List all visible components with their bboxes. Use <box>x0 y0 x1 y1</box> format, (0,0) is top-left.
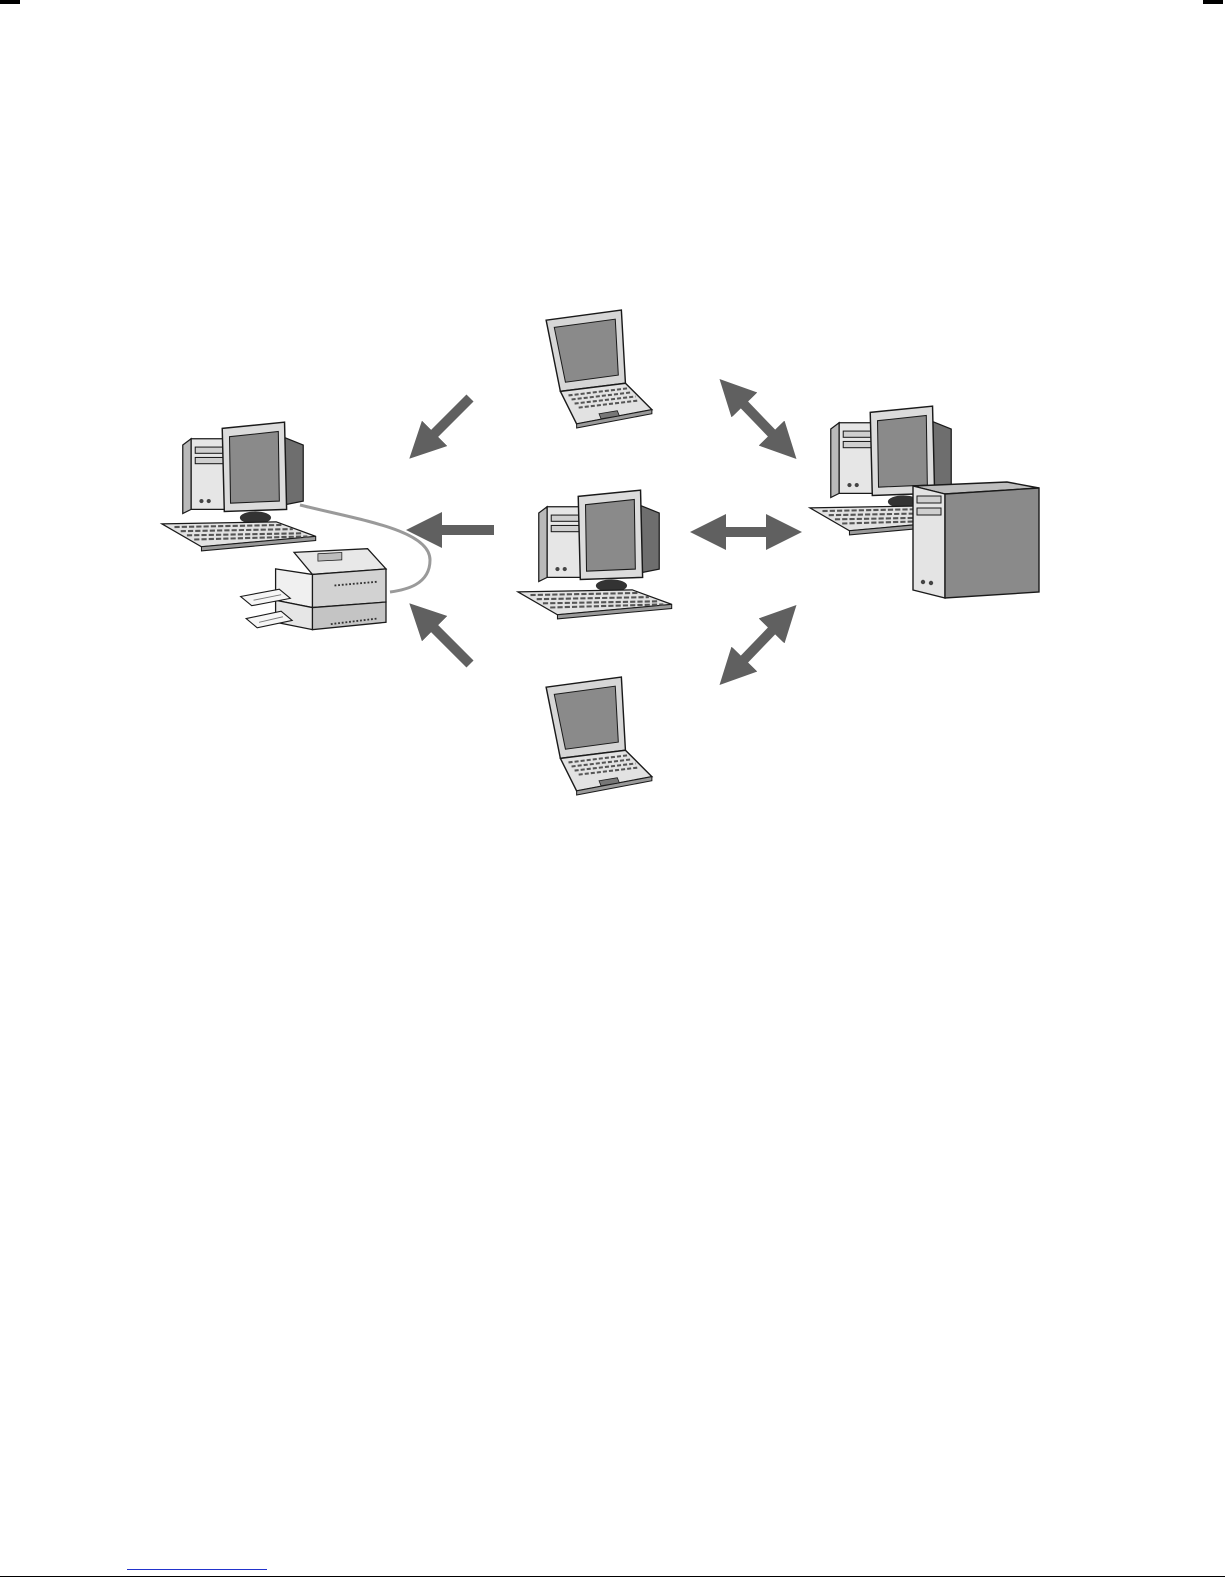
server-tower-icon <box>913 482 1039 598</box>
footnote-rule <box>127 1569 267 1570</box>
arrow-laptop-bottom-to-right-pc <box>732 618 784 672</box>
arrow-laptop-top-to-right-pc <box>732 392 784 446</box>
printer-icon <box>241 549 386 630</box>
laptop-bottom-icon <box>546 677 652 795</box>
arrow-laptop-top-to-left-pc <box>422 398 470 446</box>
desktop-computer-left-icon <box>162 422 316 551</box>
arrow-laptop-bottom-to-left-pc <box>422 616 470 664</box>
desktop-computer-center-icon <box>518 490 672 619</box>
laptop-top-icon <box>546 310 652 428</box>
footer-rule <box>0 1576 1225 1577</box>
